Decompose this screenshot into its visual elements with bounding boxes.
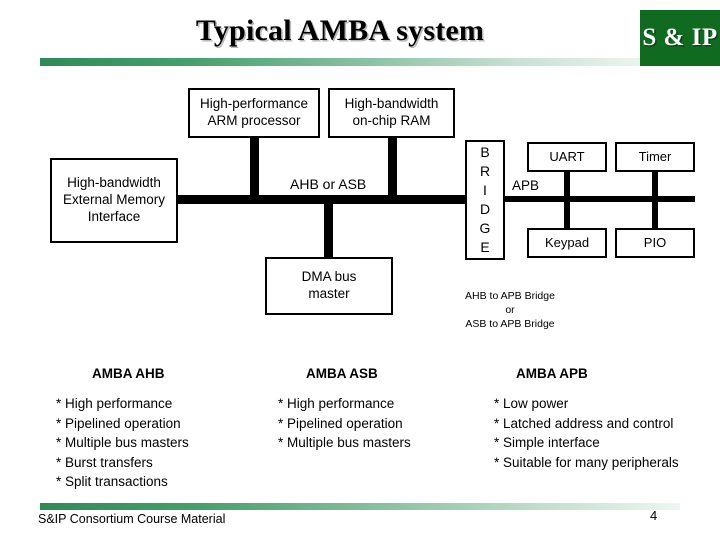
- connector-keypad-to-apb: [564, 200, 570, 230]
- peripheral-bus-label: APB: [512, 178, 540, 193]
- node-arm-processor-label: High-performance ARM processor: [199, 96, 309, 128]
- column-amba-apb-list: * Low power * Latched address and contro…: [494, 394, 679, 472]
- node-external-memory-interface: High-bandwidth External Memory Interface: [50, 158, 178, 243]
- connector-ram-to-bus: [388, 136, 397, 200]
- page-title: Typical AMBA system: [195, 14, 485, 47]
- node-uart: UART: [527, 142, 607, 172]
- bridge-letter: I: [483, 182, 487, 199]
- sip-logo-text: S & IP: [642, 24, 718, 51]
- column-amba-ahb: AMBA AHB * High performance * Pipelined …: [56, 366, 189, 492]
- footer-text: S&IP Consortium Course Material: [38, 512, 226, 526]
- page-number: 4: [650, 508, 658, 523]
- peripheral-bus-line: [503, 196, 695, 202]
- bridge-letter: D: [479, 201, 491, 218]
- header-divider: [40, 58, 640, 66]
- node-pio-label: PIO: [643, 234, 667, 250]
- connector-bus-to-dma: [324, 200, 333, 258]
- node-pio: PIO: [615, 228, 695, 258]
- system-bus-label: AHB or ASB: [290, 176, 367, 192]
- list-item: * High performance: [56, 396, 173, 411]
- connector-timer-to-apb: [652, 170, 658, 198]
- column-amba-asb: AMBA ASB * High performance * Pipelined …: [278, 366, 411, 453]
- column-amba-apb-title: AMBA APB: [516, 366, 588, 381]
- list-item: * Pipelined operation: [278, 415, 403, 431]
- node-keypad-label: Keypad: [544, 234, 590, 250]
- column-amba-ahb-list: * High performance * Pipelined operation…: [56, 394, 189, 492]
- node-keypad: Keypad: [527, 228, 607, 258]
- system-bus-line: [176, 195, 470, 204]
- list-item: * High performance: [278, 396, 395, 411]
- list-item: * Split transactions: [56, 474, 168, 490]
- list-item: * Multiple bus masters: [56, 435, 189, 451]
- node-timer: Timer: [615, 142, 695, 172]
- column-amba-asb-list: * High performance * Pipelined operation…: [278, 394, 411, 453]
- connector-pio-to-apb: [652, 200, 658, 230]
- bridge-letter: R: [479, 163, 491, 180]
- bridge-note: AHB to APB Bridge or ASB to APB Bridge: [465, 290, 555, 331]
- bridge-letter: E: [480, 239, 490, 256]
- node-bridge: B R I D G E: [465, 140, 505, 260]
- node-onchip-ram-label: High-bandwidth on-chip RAM: [344, 96, 439, 128]
- node-external-memory-interface-label: High-bandwidth External Memory Interface: [62, 175, 166, 224]
- connector-uart-to-apb: [564, 170, 570, 198]
- node-timer-label: Timer: [638, 148, 672, 164]
- list-item: * Multiple bus masters: [278, 435, 411, 451]
- bridge-letter: G: [479, 220, 491, 237]
- list-item: * Low power: [494, 396, 569, 411]
- column-amba-asb-title: AMBA ASB: [306, 366, 378, 381]
- node-onchip-ram: High-bandwidth on-chip RAM: [328, 88, 455, 138]
- footer-divider: [40, 503, 680, 510]
- list-item: * Pipelined operation: [56, 415, 181, 431]
- list-item: * Latched address and control: [494, 415, 674, 431]
- column-amba-ahb-title: AMBA AHB: [92, 366, 165, 381]
- node-dma-bus-master: DMA bus master: [265, 257, 393, 315]
- sip-logo: S & IP: [640, 10, 720, 66]
- bridge-letter: B: [480, 144, 490, 160]
- node-arm-processor: High-performance ARM processor: [188, 88, 320, 138]
- connector-arm-to-bus: [250, 136, 259, 200]
- list-item: * Suitable for many peripherals: [494, 454, 679, 470]
- list-item: * Burst transfers: [56, 454, 153, 470]
- node-dma-bus-master-label: DMA bus master: [301, 269, 357, 301]
- list-item: * Simple interface: [494, 435, 600, 451]
- node-uart-label: UART: [549, 148, 585, 164]
- column-amba-apb: AMBA APB * Low power * Latched address a…: [494, 366, 679, 472]
